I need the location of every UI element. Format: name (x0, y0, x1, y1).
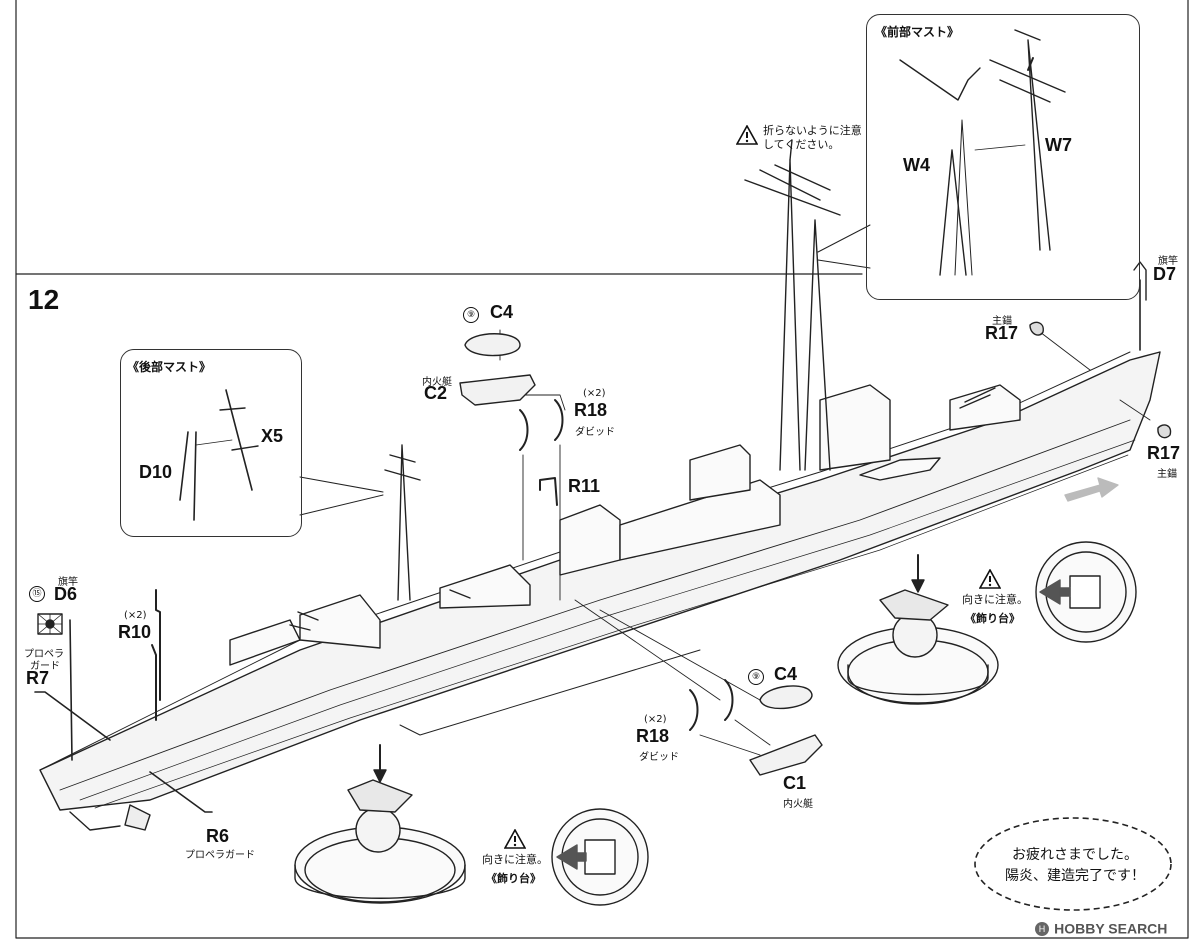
warning-icon (979, 569, 1001, 589)
part-c4-bottom-label: C4 (774, 664, 798, 684)
part-r7-sub2: ガード (30, 661, 60, 672)
part-r17-right-sub: 主錨 (1157, 469, 1177, 480)
part-r17-right-label: R17 (1147, 443, 1181, 463)
caution-fold-line1: 折らないように注意 (763, 124, 862, 137)
part-c4-top-label: C4 (490, 302, 514, 322)
rear-mast-title: 《後部マスト》 (127, 360, 212, 374)
fore-mast-inset: 《前部マスト》 W4 W7 (866, 14, 1140, 300)
part-c2-label: C2 (424, 383, 448, 403)
part-r7-sub1: プロペラ (24, 649, 64, 660)
caution-fold-note: 折らないように注意 してください。 (763, 124, 862, 152)
part-r18-top-count: (×2) (583, 388, 606, 399)
stand-left-caution: 向きに注意。 (482, 853, 548, 866)
part-d7-sub: 旗竿 (1158, 256, 1178, 267)
part-r10-count: (×2) (124, 610, 147, 621)
part-c2-sub: 内火艇 (422, 377, 452, 388)
part-r6-label: R6 (206, 826, 230, 846)
stand-right-caution: 向きに注意。 (962, 593, 1028, 606)
part-x5-label: X5 (261, 426, 284, 446)
part-r18-bottom-sub: ダビッド (639, 752, 679, 763)
part-r10-label: R10 (118, 622, 152, 642)
part-r17-top-label: R17 (985, 323, 1019, 343)
part-r11-label: R11 (568, 476, 601, 496)
part-d6-label: D6 (54, 584, 78, 604)
completion-line1: お疲れさまでした。 (1012, 847, 1138, 863)
part-c1-label: C1 (783, 773, 807, 793)
part-d10-label: D10 (139, 462, 173, 482)
part-r18-bottom-label: R18 (636, 726, 670, 746)
sticker-number-d6: ⑮ (29, 586, 45, 602)
watermark-logo: H HOBBY SEARCH (1035, 918, 1167, 937)
part-r17-top-sub: 主錨 (992, 316, 1012, 327)
step-number: 12 (28, 284, 60, 315)
watermark-text: HOBBY SEARCH (1054, 920, 1168, 937)
fore-mast-title: 《前部マスト》 (875, 25, 960, 39)
part-d6-sub: 旗竿 (58, 577, 78, 588)
stand-right-title: 《飾り台》 (965, 612, 1020, 625)
part-r7-label: R7 (26, 668, 50, 688)
part-r18-top-label: R18 (574, 400, 608, 420)
stand-left-title: 《飾り台》 (486, 872, 541, 885)
part-c1-sub: 内火艇 (783, 799, 813, 810)
sticker-number-c4-bottom: ⑨ (748, 669, 764, 685)
completion-bubble-outline (974, 817, 1172, 911)
completion-line2: 陽炎、建造完了です！ (1005, 868, 1145, 884)
rear-mast-inset: 《後部マスト》 X5 D10 (120, 349, 302, 537)
part-r18-bottom-count: (×2) (644, 714, 667, 725)
part-w7-label: W7 (1045, 135, 1072, 155)
warning-icon (504, 829, 526, 849)
caution-fold-line2: してください。 (763, 138, 840, 151)
part-w4-label: W4 (903, 155, 930, 175)
sticker-number-c4-top: ⑨ (463, 307, 479, 323)
watermark-icon: H (1035, 921, 1049, 936)
part-d7-label: D7 (1153, 264, 1177, 284)
part-r6-sub: プロペラガード (185, 850, 255, 861)
warning-icon (736, 125, 758, 145)
completion-message: お疲れさまでした。 陽炎、建造完了です！ (990, 845, 1160, 887)
part-r18-top-sub: ダビッド (575, 427, 615, 438)
